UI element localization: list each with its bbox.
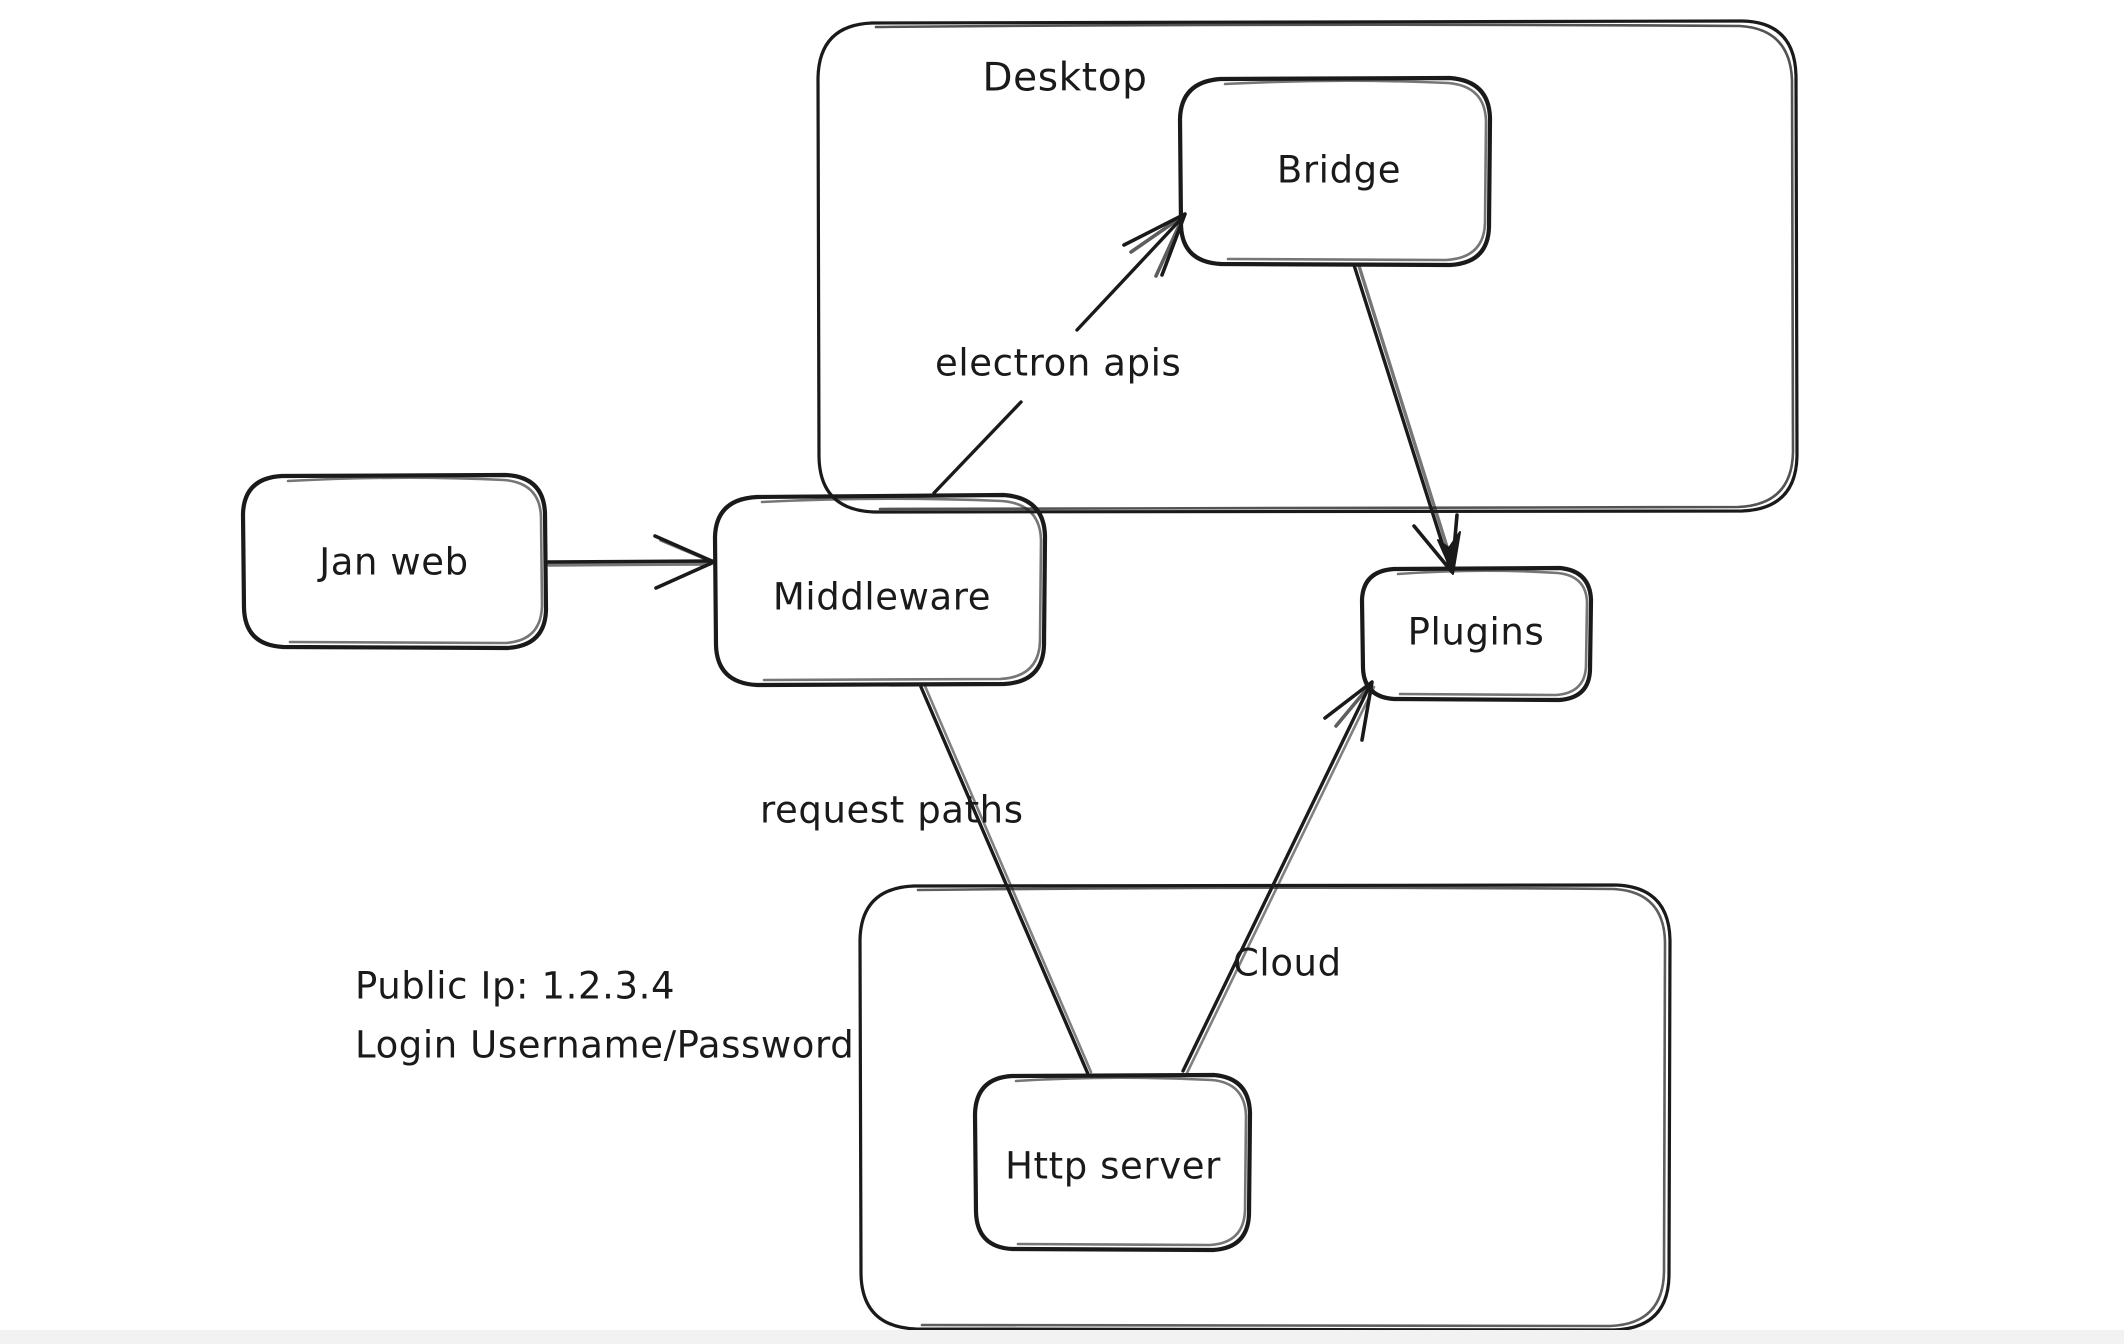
note-public-ip[interactable]: Public Ip: 1.2.3.4 [355, 965, 675, 1008]
edge-label-electron-apis: electron apis [935, 342, 1181, 385]
node-label-http-server: Http server [1005, 1145, 1221, 1188]
edge-middleware-to-http-server[interactable]: request paths [760, 684, 1093, 1076]
edge-http-server-to-plugins[interactable]: Cloud [1181, 680, 1376, 1075]
note-text-login-credentials: Login Username/Password [355, 1024, 854, 1067]
node-label-bridge: Bridge [1277, 149, 1401, 192]
node-label-jan-web: Jan web [317, 541, 469, 584]
edge-middleware-to-bridge[interactable]: electron apis [932, 212, 1187, 495]
node-http-server[interactable]: Http server [972, 1072, 1253, 1253]
edge-label-request-paths: request paths [760, 789, 1024, 832]
edge-janweb-to-middleware[interactable] [546, 534, 716, 590]
note-text-public-ip: Public Ip: 1.2.3.4 [355, 965, 675, 1008]
node-plugins[interactable]: Plugins [1359, 565, 1594, 703]
container-desktop[interactable]: Desktop [816, 19, 1799, 514]
node-bridge[interactable]: Bridge [1177, 75, 1493, 268]
node-jan-web[interactable]: Jan web [240, 472, 549, 651]
node-middleware[interactable]: Middleware [712, 492, 1048, 688]
edge-label-cloud: Cloud [1233, 942, 1342, 985]
container-label-desktop: Desktop [982, 56, 1147, 101]
edge-bridge-to-plugins[interactable] [1352, 263, 1461, 575]
node-label-plugins: Plugins [1408, 611, 1545, 654]
bottom-edge-strip [0, 1330, 2124, 1344]
node-label-middleware: Middleware [773, 576, 991, 619]
note-login-credentials[interactable]: Login Username/Password [355, 1024, 854, 1067]
